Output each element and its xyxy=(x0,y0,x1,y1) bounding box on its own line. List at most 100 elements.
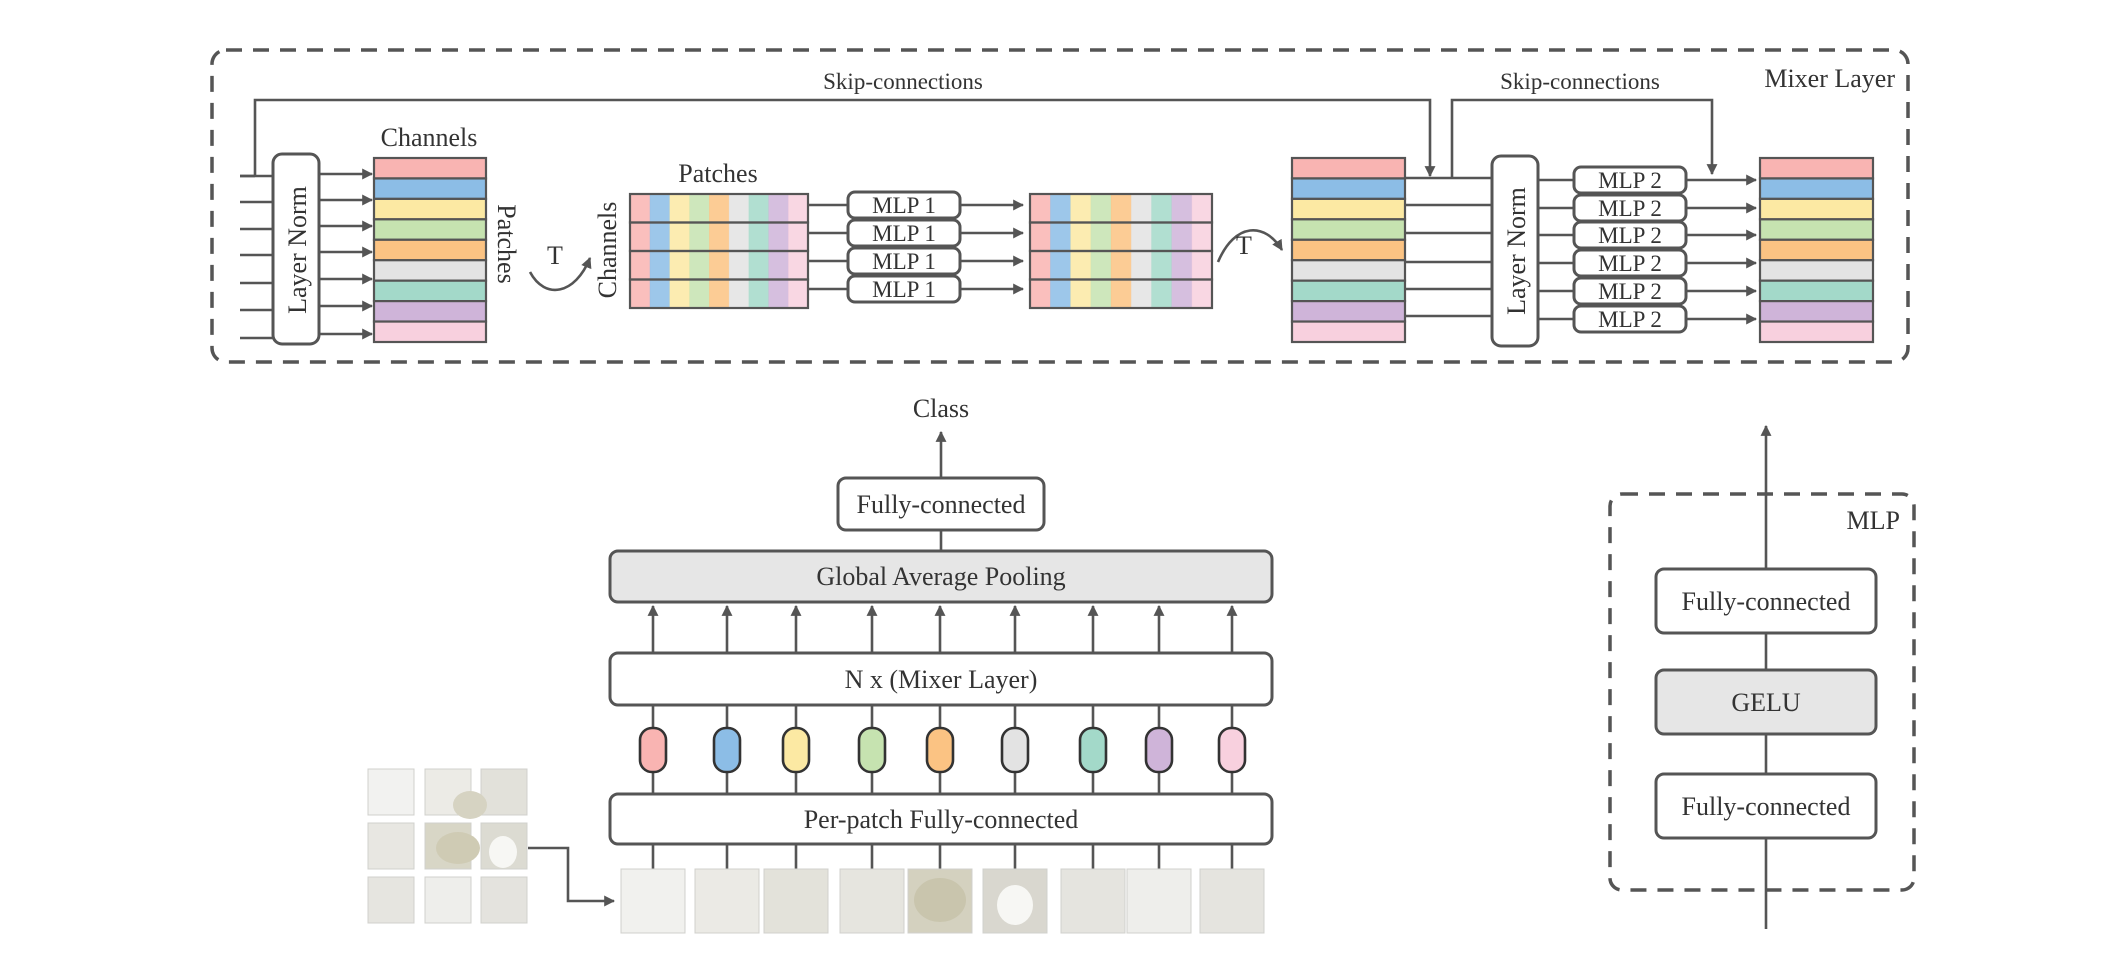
input-patch xyxy=(1199,868,1265,934)
mlp-fc-top-label: Fully-connected xyxy=(1682,587,1851,616)
mlp-block-border xyxy=(1608,492,1916,892)
fully-connected-head-label: Fully-connected xyxy=(857,490,1026,519)
mlp1-block-label: MLP 1 xyxy=(872,277,936,302)
patch-token xyxy=(1078,726,1108,774)
global-average-pooling xyxy=(608,549,1274,604)
channel-table-2-row xyxy=(1028,278,1214,310)
image-object-highlight xyxy=(489,836,517,868)
skip-connection-1-arrow xyxy=(253,98,1436,178)
image-patch xyxy=(480,768,528,816)
input-patch xyxy=(763,868,829,934)
patch-token xyxy=(1217,726,1247,774)
transpose-2-arrow xyxy=(1216,229,1284,263)
image-patch xyxy=(367,822,415,870)
gelu-block xyxy=(1654,668,1878,736)
mlp2-block-label: MLP 2 xyxy=(1598,279,1662,304)
token-table-2-row xyxy=(1290,300,1407,323)
skip-connections-label-1: Skip-connections xyxy=(823,69,983,94)
layer-norm-2-label: Layer Norm xyxy=(1502,187,1531,315)
main-pipeline: Class Fully-connected Global Average Poo… xyxy=(367,394,1274,934)
patch-token xyxy=(925,726,955,774)
token-table-1-row xyxy=(372,259,488,282)
token-table-1-row xyxy=(372,279,488,303)
token-table-1-row xyxy=(372,238,488,262)
mlp1-block-label: MLP 1 xyxy=(872,249,936,274)
transpose-2-label: T xyxy=(1236,231,1252,260)
channels-label-side: Channels xyxy=(593,202,622,299)
token-table-3-row xyxy=(1758,238,1875,262)
input-patch-sequence xyxy=(620,844,1265,934)
token-table-2-row xyxy=(1290,238,1407,262)
mixer-layer-title: Mixer Layer xyxy=(1764,64,1895,93)
patch-token xyxy=(712,726,742,774)
global-average-pooling-label: Global Average Pooling xyxy=(816,562,1065,591)
transpose-1-arrow xyxy=(528,256,592,292)
token-table-3-row xyxy=(1758,197,1875,221)
layer-norm-1-label: Layer Norm xyxy=(283,186,312,314)
mlp2-block-label: MLP 2 xyxy=(1598,223,1662,248)
layer-norm-1-arrows xyxy=(319,168,374,340)
token-table-2-row xyxy=(1290,320,1407,344)
token-table-1-row xyxy=(372,300,488,323)
patch-token xyxy=(1000,726,1030,774)
token-table-3-row xyxy=(1758,156,1875,180)
patch-token xyxy=(638,726,668,774)
image-object-shape xyxy=(453,791,487,819)
mlp1-blocks: MLP 1 MLP 1 MLP 1 MLP 1 xyxy=(808,190,1025,304)
image-object-shape xyxy=(436,832,480,864)
token-table-1-row xyxy=(372,197,488,221)
token-table-1-row xyxy=(372,156,488,180)
token-table-3-row xyxy=(1758,177,1875,200)
table-to-layer-norm-lines xyxy=(1405,176,1492,318)
patch-token xyxy=(1144,726,1174,774)
mixer-layers-label: N x (Mixer Layer) xyxy=(845,665,1038,694)
token-table-2-row xyxy=(1290,197,1407,221)
input-patch xyxy=(694,868,760,934)
token-table-2-row xyxy=(1290,259,1407,282)
mlp1-block-label: MLP 1 xyxy=(872,193,936,218)
patch-token xyxy=(781,726,811,774)
patch-flatten-arrow xyxy=(528,846,616,907)
mlp2-block-label: MLP 2 xyxy=(1598,168,1662,193)
token-table-1-row xyxy=(372,320,488,344)
patch-token xyxy=(857,726,887,774)
token-table-3 xyxy=(1758,156,1875,344)
input-lines xyxy=(240,174,273,340)
token-table-2-row xyxy=(1290,156,1407,180)
image-patch xyxy=(367,768,415,816)
mlp1-block-label: MLP 1 xyxy=(872,221,936,246)
token-table-1 xyxy=(372,156,488,344)
input-patch-highlight xyxy=(997,885,1033,925)
input-patch-object xyxy=(914,878,966,922)
token-table-1-row xyxy=(372,218,488,241)
skip-connection-2-arrow xyxy=(1450,98,1718,178)
input-image-patches-grid xyxy=(367,768,528,924)
token-table-2-row xyxy=(1290,177,1407,200)
token-table-2-row xyxy=(1290,279,1407,303)
mlp2-block-label: MLP 2 xyxy=(1598,196,1662,221)
token-table-3-row xyxy=(1758,259,1875,282)
patches-label-side: Patches xyxy=(492,204,521,283)
mlp-block-title: MLP xyxy=(1847,506,1900,535)
channels-label-top: Channels xyxy=(381,123,478,152)
input-patch xyxy=(1126,868,1192,934)
per-patch-fc-label: Per-patch Fully-connected xyxy=(804,805,1079,834)
mlp-block-panel: MLP Fully-connected GELU Fully-connected xyxy=(1608,424,1916,929)
token-table-3-row xyxy=(1758,218,1875,241)
token-table-2 xyxy=(1290,156,1407,344)
transpose-1-label: T xyxy=(547,241,563,270)
token-table-3-row xyxy=(1758,320,1875,344)
mixer-output-arrows xyxy=(647,604,1238,653)
skip-connections-label-2: Skip-connections xyxy=(1500,69,1660,94)
patch-tokens xyxy=(638,705,1247,794)
mixer-layer-panel: Mixer Layer Skip-connections Skip-connec… xyxy=(210,48,1910,364)
token-table-2-row xyxy=(1290,218,1407,241)
image-patch xyxy=(424,876,472,924)
token-table-1-row xyxy=(372,177,488,200)
gelu-label: GELU xyxy=(1731,688,1801,717)
image-patch xyxy=(480,876,528,924)
channel-table-1 xyxy=(628,192,810,310)
input-patch xyxy=(839,868,905,934)
